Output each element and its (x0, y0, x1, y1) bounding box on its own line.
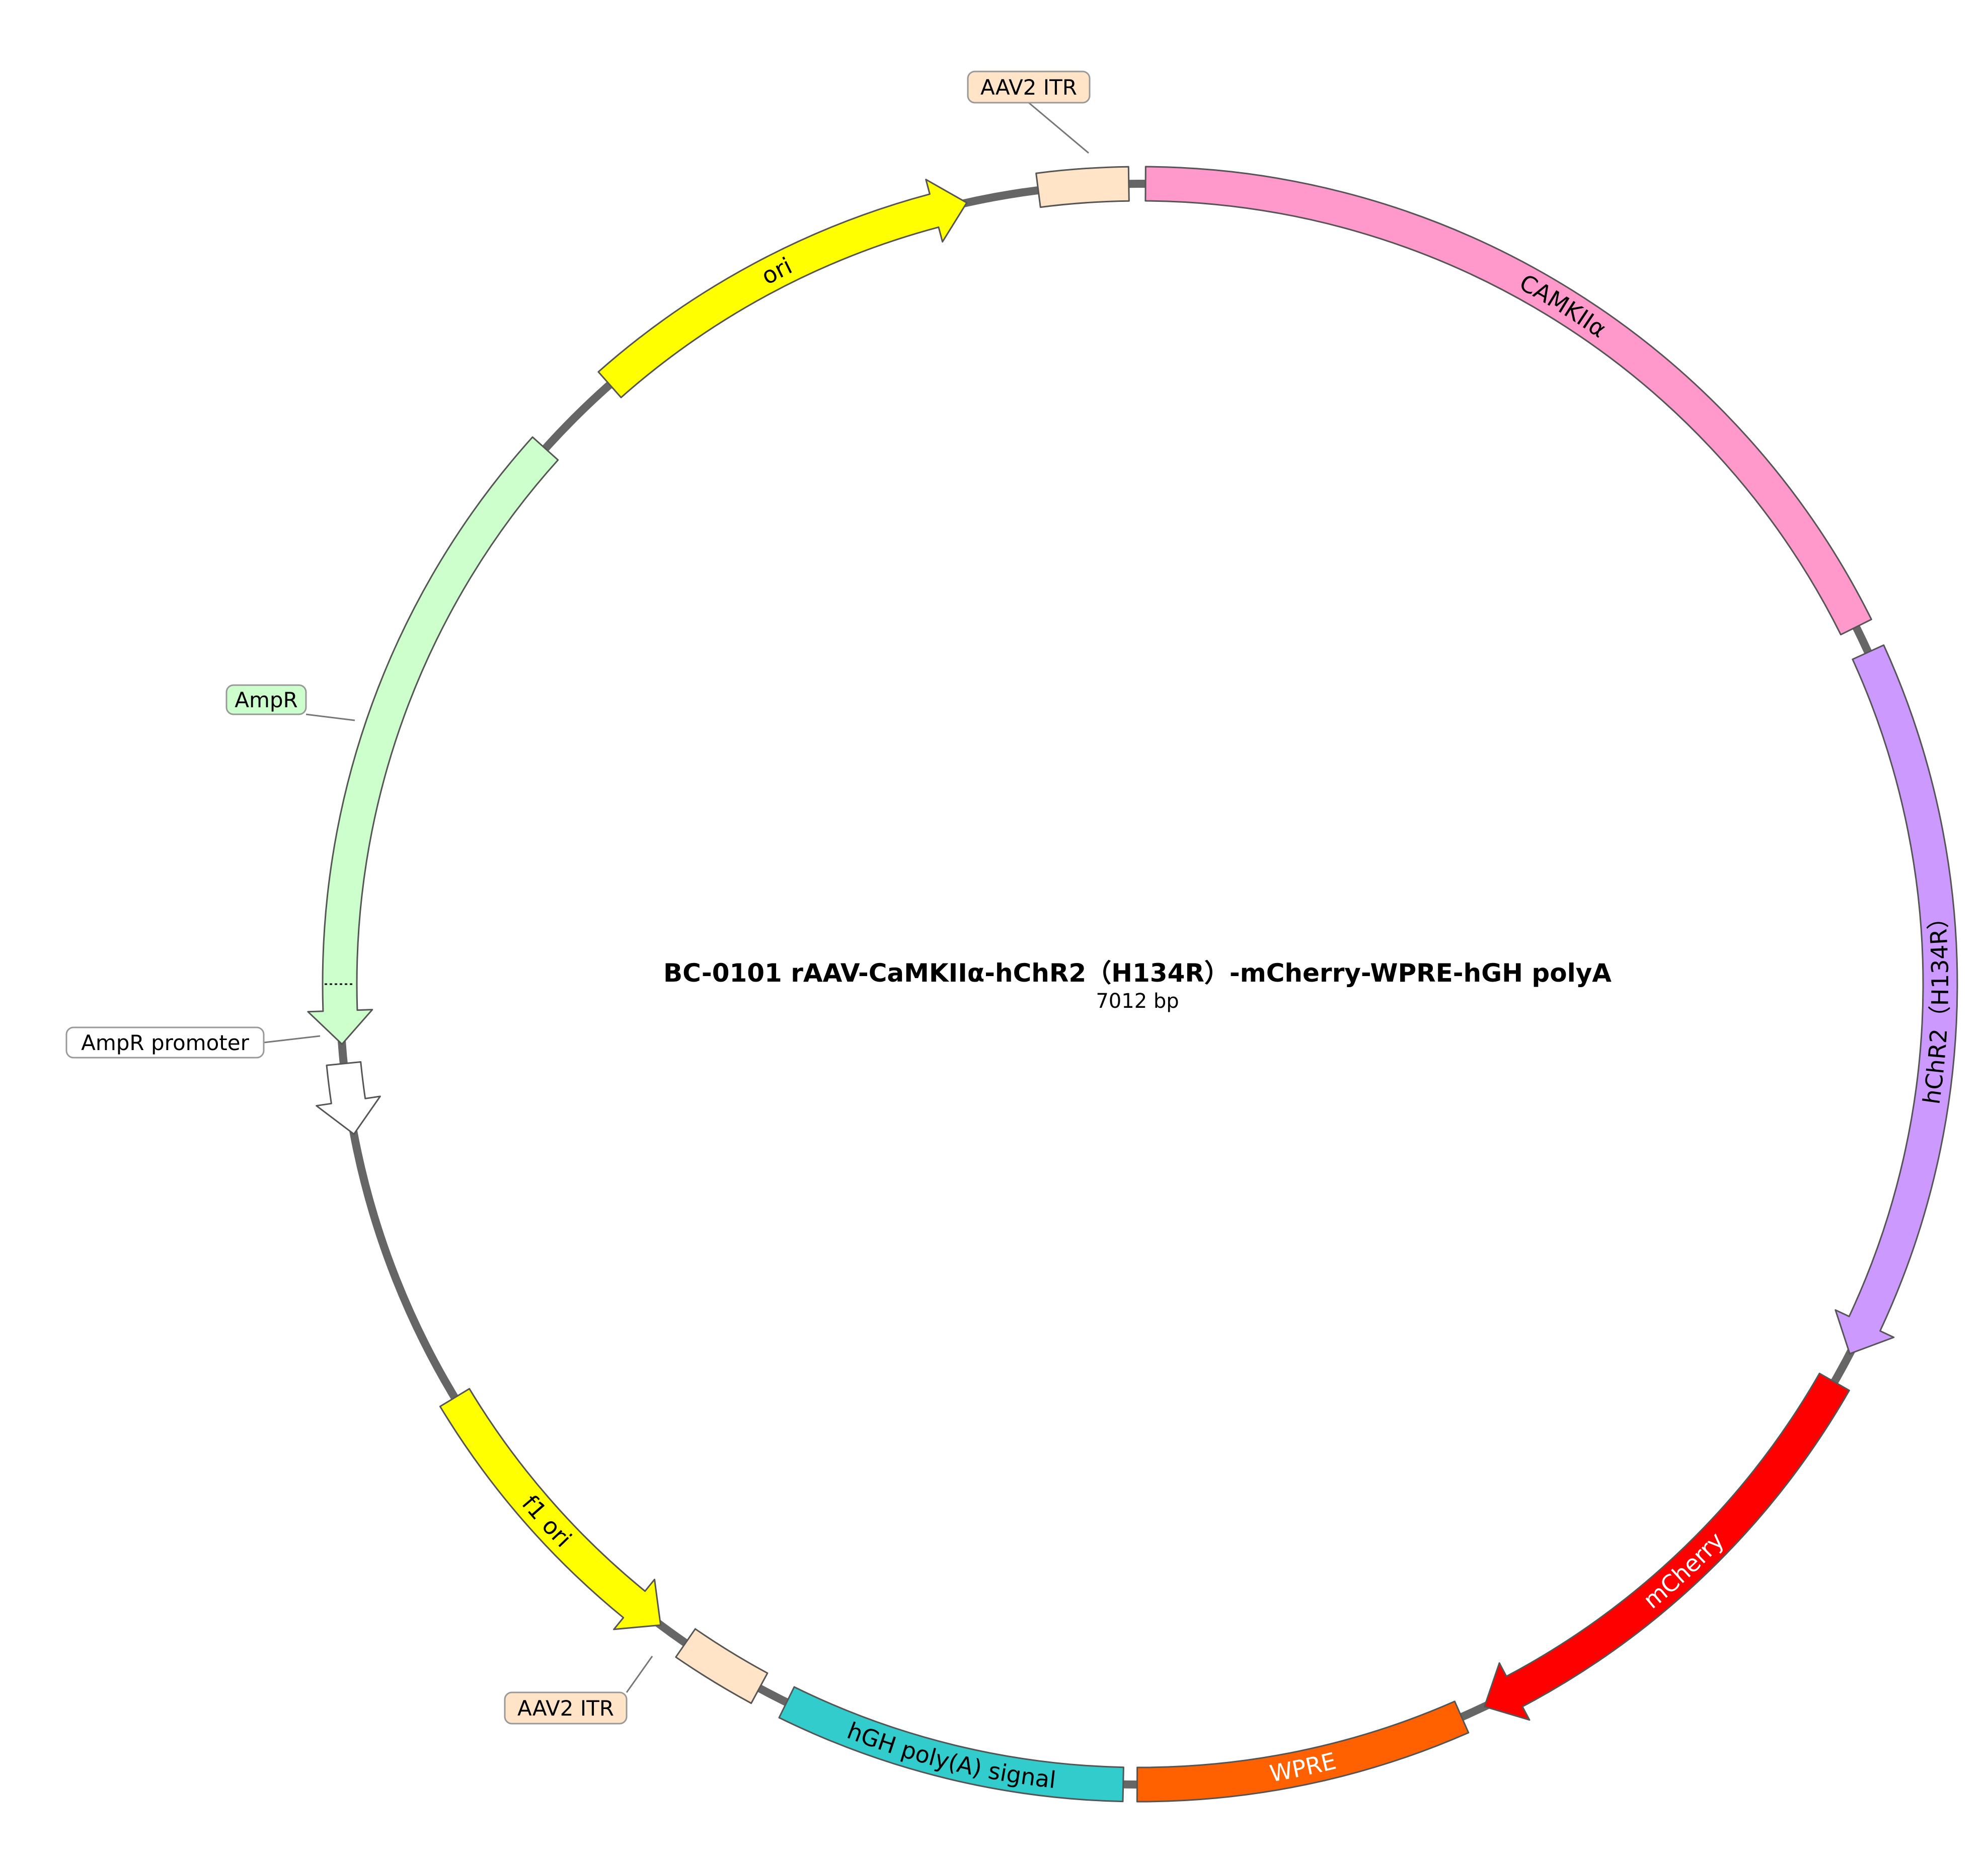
callout-line (263, 1035, 321, 1044)
callout-text: AmpR (235, 688, 298, 712)
feature-ori[interactable] (597, 179, 968, 399)
callout-box (967, 70, 1091, 104)
feature-aav2-itr-bottom[interactable] (675, 1628, 769, 1704)
callout-line (626, 1656, 653, 1693)
feature-layer (307, 166, 1958, 1803)
callout-aav2-itr-top[interactable]: AAV2 ITR (967, 70, 1091, 154)
callout-text: AmpR promoter (81, 1030, 249, 1055)
callout-ampr[interactable]: AmpR (225, 684, 355, 721)
feature-wpre[interactable] (1136, 1700, 1470, 1803)
plasmid-title: BC-0101 rAAV-CaMKIIα-hChR2（H134R）-mCherr… (663, 958, 1612, 988)
feature-aav2-itr-top[interactable] (1035, 166, 1130, 208)
callout-text: AAV2 ITR (517, 1696, 614, 1721)
feature-ampr[interactable] (307, 436, 559, 1045)
feature-f1-ori[interactable] (439, 1388, 662, 1631)
center-label: BC-0101 rAAV-CaMKIIα-hChR2（H134R）-mCherr… (663, 958, 1612, 1013)
plasmid-size: 7012 bp (1096, 990, 1179, 1013)
callout-box (504, 1691, 628, 1725)
feature-mcherry[interactable] (1484, 1372, 1850, 1721)
feature-ampr-promoter[interactable] (316, 1061, 381, 1135)
feature-hchr2[interactable] (1834, 644, 1958, 1355)
callout-box (65, 1026, 265, 1059)
callout-box (225, 684, 307, 715)
feature-hgh[interactable] (778, 1686, 1124, 1803)
feature-label-mcherry: mCherry (1638, 1527, 1729, 1614)
callout-ampr-promoter[interactable]: AmpR promoter (65, 1026, 321, 1059)
callout-line (305, 713, 355, 721)
callout-line (1028, 102, 1089, 154)
feature-camkii[interactable] (1144, 166, 1872, 636)
callout-text: AAV2 ITR (980, 75, 1077, 100)
callout-aav2-itr-bottom[interactable]: AAV2 ITR (504, 1656, 653, 1725)
